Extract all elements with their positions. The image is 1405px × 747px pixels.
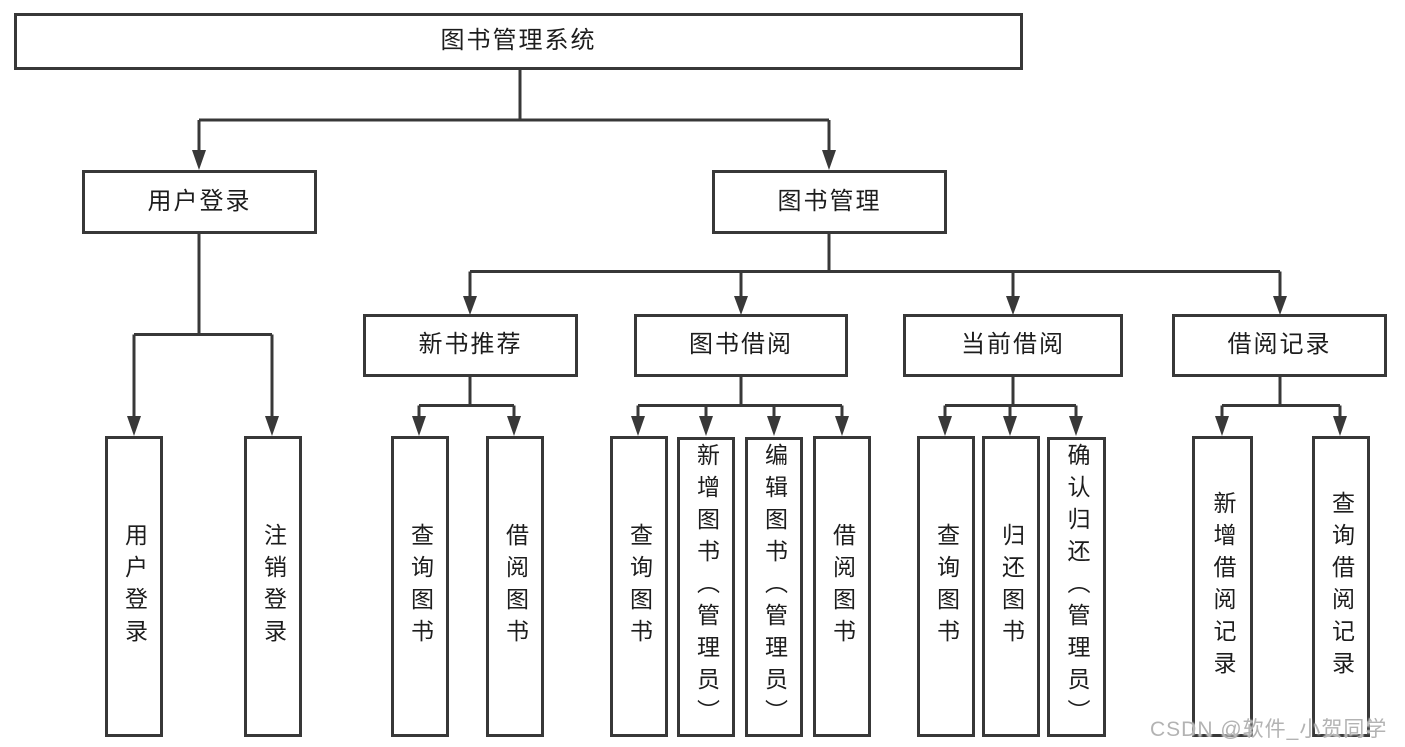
arrow-down-icon xyxy=(1003,416,1017,436)
node-book-management: 图书管理 xyxy=(712,170,947,234)
connector-book-borrow-to-leaves xyxy=(631,377,849,436)
leaf-return-books: 归还图书 xyxy=(982,436,1040,737)
arrow-down-icon xyxy=(822,150,836,170)
leaf-query-books-1-label: 查询图书 xyxy=(407,522,434,651)
arrow-down-icon xyxy=(1215,416,1229,436)
arrow-down-icon xyxy=(699,416,713,436)
leaf-query-books-1: 查询图书 xyxy=(391,436,449,737)
node-current-borrow-label: 当前借阅 xyxy=(961,331,1065,359)
node-current-borrow: 当前借阅 xyxy=(903,314,1123,377)
leaf-borrow-books-1: 借阅图书 xyxy=(486,436,544,737)
arrow-down-icon xyxy=(1006,296,1020,315)
node-book-borrow-label: 图书借阅 xyxy=(689,331,793,359)
arrow-down-icon xyxy=(1333,416,1347,436)
arrow-down-icon xyxy=(938,416,952,436)
leaf-add-books-admin-label: 新增图书（管理员） xyxy=(693,443,720,731)
connector-borrow-records-to-leaves xyxy=(1215,377,1347,436)
connector-book-management-to-level3 xyxy=(463,233,1287,315)
arrow-down-icon xyxy=(412,416,426,436)
node-root: 图书管理系统 xyxy=(14,13,1023,70)
leaf-query-borrow-record-label: 查询借阅记录 xyxy=(1328,490,1355,683)
node-user-login: 用户登录 xyxy=(82,170,317,234)
arrow-down-icon xyxy=(631,416,645,436)
node-new-book-recommend: 新书推荐 xyxy=(363,314,578,377)
leaf-edit-books-admin: 编辑图书（管理员） xyxy=(745,437,803,737)
leaf-add-borrow-record-label: 新增借阅记录 xyxy=(1210,490,1236,683)
watermark: CSDN @软件_小贺同学 xyxy=(1150,718,1388,741)
leaf-user-login: 用户登录 xyxy=(105,436,163,737)
arrow-down-icon xyxy=(835,416,849,436)
leaf-user-login-label: 用户登录 xyxy=(121,522,148,651)
leaf-query-books-3-label: 查询图书 xyxy=(933,522,960,651)
arrow-down-icon xyxy=(1273,296,1287,315)
leaf-return-books-label: 归还图书 xyxy=(998,522,1025,651)
connector-current-borrow-to-leaves xyxy=(938,377,1083,436)
arrow-down-icon xyxy=(265,416,279,436)
leaf-borrow-books-2-label: 借阅图书 xyxy=(829,522,856,651)
connector-root-to-level2 xyxy=(192,70,836,170)
node-book-management-label: 图书管理 xyxy=(777,187,882,215)
leaf-add-books-admin: 新增图书（管理员） xyxy=(677,437,735,737)
leaf-query-books-2-label: 查询图书 xyxy=(626,522,653,651)
leaf-logout-label: 注销登录 xyxy=(260,522,287,651)
leaf-query-books-2: 查询图书 xyxy=(610,436,668,737)
node-root-label: 图书管理系统 xyxy=(440,27,597,55)
connector-user-login-to-leaves xyxy=(127,233,279,436)
arrow-down-icon xyxy=(463,296,477,315)
leaf-query-borrow-record: 查询借阅记录 xyxy=(1312,436,1370,737)
arrow-down-icon xyxy=(734,296,748,315)
node-borrow-records-label: 借阅记录 xyxy=(1227,331,1332,359)
node-user-login-label: 用户登录 xyxy=(147,187,252,215)
node-book-borrow: 图书借阅 xyxy=(634,314,848,377)
leaf-confirm-return-admin-label: 确认归还（管理员） xyxy=(1064,443,1090,731)
leaf-borrow-books-1-label: 借阅图书 xyxy=(502,522,529,651)
node-new-book-recommend-label: 新书推荐 xyxy=(418,331,523,359)
arrow-down-icon xyxy=(507,416,521,436)
leaf-logout: 注销登录 xyxy=(244,436,302,737)
leaf-query-books-3: 查询图书 xyxy=(917,436,975,737)
node-borrow-records: 借阅记录 xyxy=(1172,314,1387,377)
leaf-borrow-books-2: 借阅图书 xyxy=(813,436,871,737)
leaf-edit-books-admin-label: 编辑图书（管理员） xyxy=(761,443,788,731)
arrow-down-icon xyxy=(767,416,781,436)
arrow-down-icon xyxy=(192,150,206,170)
arrow-down-icon xyxy=(1069,416,1083,436)
arrow-down-icon xyxy=(127,416,141,436)
leaf-confirm-return-admin: 确认归还（管理员） xyxy=(1047,437,1106,737)
leaf-add-borrow-record: 新增借阅记录 xyxy=(1192,436,1253,737)
connector-new-book-to-leaves xyxy=(412,377,521,436)
